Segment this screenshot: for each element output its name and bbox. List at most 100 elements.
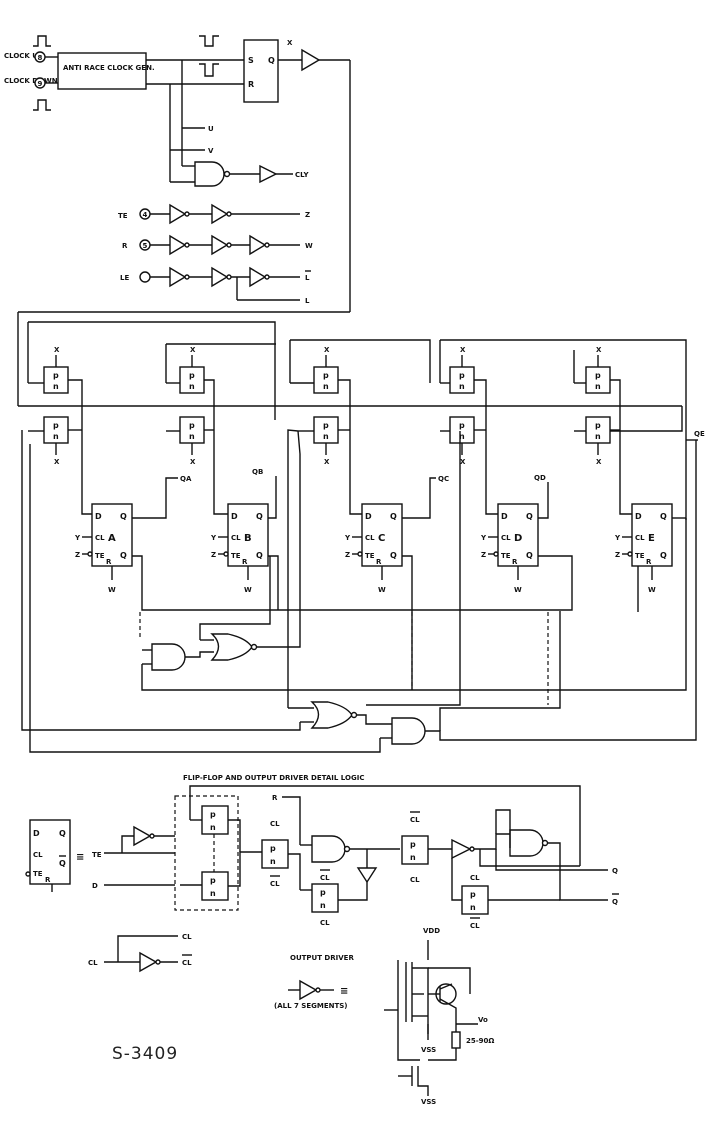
svg-text:R: R	[45, 876, 51, 884]
svg-text:n: n	[470, 903, 476, 912]
svg-text:D: D	[365, 512, 372, 521]
svg-text:p: p	[459, 421, 465, 430]
svg-text:R: R	[242, 558, 248, 566]
svg-text:D: D	[95, 512, 102, 521]
svg-text:CL: CL	[410, 816, 420, 824]
svg-text:p: p	[410, 840, 416, 849]
svg-text:CL: CL	[410, 876, 420, 884]
clock-section: CLOCK UP 8 CLOCK DOWN 9 ANTI RACE CLOCK …	[4, 35, 682, 407]
x-signal-label: X	[287, 39, 293, 47]
svg-text:TE: TE	[33, 870, 43, 878]
detail-section: FLIP-FLOP AND OUTPUT DRIVER DETAIL LOGIC…	[25, 774, 619, 1106]
or-gate-1	[210, 633, 253, 661]
clock-down-label: CLOCK DOWN	[4, 77, 58, 85]
svg-text:R: R	[272, 794, 278, 802]
svg-text:Y: Y	[480, 534, 487, 542]
svg-text:QD: QD	[534, 474, 546, 482]
svg-text:X: X	[54, 458, 60, 466]
svg-text:QB: QB	[252, 468, 263, 476]
svg-text:Q: Q	[660, 551, 667, 560]
svg-text:≡: ≡	[76, 852, 84, 863]
or-gate-2	[310, 701, 353, 729]
detail-output-buffer	[451, 838, 472, 860]
clock-up-pulse-icon	[33, 35, 51, 47]
svg-text:QE: QE	[694, 430, 705, 438]
clock-up-pin: 8	[38, 54, 43, 62]
svg-text:Vo: Vo	[478, 1016, 488, 1024]
svg-text:≡: ≡	[340, 986, 348, 997]
sr-s-label: S	[248, 56, 254, 65]
svg-text:R: R	[646, 558, 652, 566]
svg-text:C: C	[378, 533, 385, 544]
cly-nand-gate	[194, 161, 225, 187]
svg-text:p: p	[595, 421, 601, 430]
svg-text:X: X	[324, 346, 330, 354]
svg-text:QC: QC	[438, 475, 449, 483]
clock-down-pulse-icon	[33, 99, 51, 111]
svg-text:W: W	[108, 586, 116, 594]
l-bar-label: L	[305, 274, 310, 282]
svg-text:CL: CL	[88, 959, 98, 967]
svg-text:p: p	[323, 421, 329, 430]
svg-text:VDD: VDD	[423, 927, 440, 935]
l-label: L	[305, 297, 310, 305]
svg-text:p: p	[470, 890, 476, 899]
svg-text:Q: Q	[256, 551, 263, 560]
svg-text:Q: Q	[59, 859, 66, 868]
svg-text:TE: TE	[95, 552, 105, 560]
svg-text:D: D	[92, 882, 98, 890]
svg-text:p: p	[53, 421, 59, 430]
svg-text:VSS: VSS	[421, 1046, 436, 1054]
detail-feedback-buffer	[356, 867, 378, 884]
svg-text:n: n	[320, 901, 326, 910]
svg-text:Y: Y	[614, 534, 621, 542]
detail-nand	[311, 835, 346, 863]
cmos-driver-circuit: VDD Vo 25-90Ω VSS VSS	[384, 927, 494, 1106]
svg-text:CL: CL	[635, 534, 645, 542]
svg-text:W: W	[648, 586, 656, 594]
te-input-label: TE	[118, 212, 128, 220]
and-gate-2	[391, 717, 426, 745]
svg-text:Z: Z	[615, 551, 620, 559]
svg-text:VSS: VSS	[421, 1098, 436, 1106]
svg-text:CL: CL	[270, 820, 280, 828]
svg-text:p: p	[189, 421, 195, 430]
svg-text:p: p	[189, 371, 195, 380]
z-label: Z	[305, 211, 310, 219]
svg-text:Z: Z	[481, 551, 486, 559]
svg-text:W: W	[378, 586, 386, 594]
switch-row-top	[43, 366, 611, 394]
svg-text:R: R	[376, 558, 382, 566]
svg-text:E: E	[648, 533, 655, 544]
svg-text:n: n	[410, 853, 416, 862]
svg-text:p: p	[270, 844, 276, 853]
svg-text:Q: Q	[526, 512, 533, 521]
svg-text:CL: CL	[231, 534, 241, 542]
svg-text:CL: CL	[95, 534, 105, 542]
cly-label: CLY	[295, 171, 310, 179]
svg-text:W: W	[244, 586, 252, 594]
svg-text:QA: QA	[180, 475, 192, 483]
svg-text:Y: Y	[344, 534, 351, 542]
svg-text:A: A	[108, 533, 116, 544]
svg-text:Q: Q	[120, 551, 127, 560]
counter-section: pn pn pn pn pn pn pn pn pn pn X X X X X …	[21, 321, 705, 753]
svg-text:Q: Q	[120, 512, 127, 521]
svg-text:CL: CL	[470, 922, 480, 930]
svg-text:Q: Q	[612, 898, 618, 906]
svg-text:Z: Z	[345, 551, 350, 559]
svg-text:Q: Q	[660, 512, 667, 521]
reset-pulse-icon	[199, 63, 219, 77]
svg-text:R: R	[106, 558, 112, 566]
svg-text:CL: CL	[320, 919, 330, 927]
svg-text:X: X	[54, 346, 60, 354]
svg-text:CL: CL	[270, 880, 280, 888]
x-buffer	[301, 48, 321, 72]
r-input-label: R	[122, 242, 128, 250]
svg-text:Q: Q	[390, 551, 397, 560]
svg-text:R: R	[512, 558, 518, 566]
svg-text:n: n	[53, 432, 59, 441]
